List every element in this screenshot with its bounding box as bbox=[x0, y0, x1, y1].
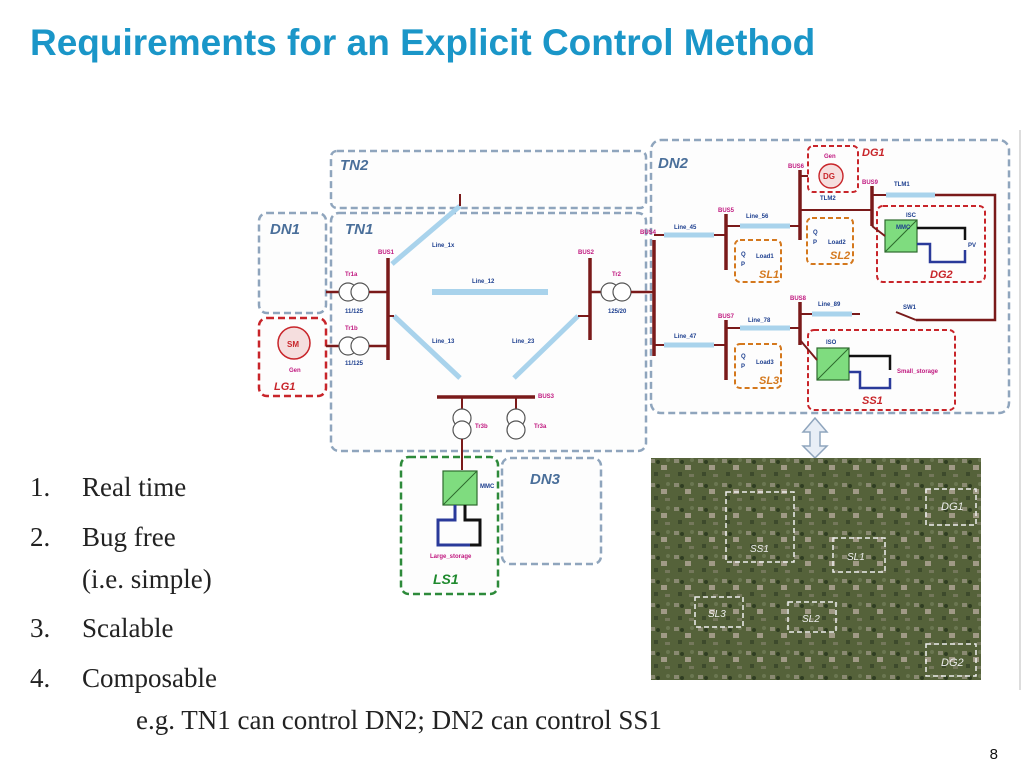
ss1-label: SS1 bbox=[862, 395, 883, 407]
bus4-label: BUS4 bbox=[640, 230, 657, 236]
tn1-label: TN1 bbox=[345, 221, 373, 238]
tr3a-label: Tr3a bbox=[534, 424, 547, 430]
line-23 bbox=[512, 314, 580, 380]
tr1a-label: Tr1a bbox=[345, 272, 358, 278]
bus6-label: BUS6 bbox=[788, 164, 805, 170]
line-56-label: Line_56 bbox=[746, 214, 769, 220]
sm-text: SM bbox=[287, 340, 299, 349]
bus3-label: BUS3 bbox=[538, 394, 555, 400]
line-13-label: Line_13 bbox=[432, 339, 455, 345]
ratio-tr2-label: 125/20 bbox=[608, 309, 627, 315]
p-label-sl2: P bbox=[813, 240, 817, 246]
q-label-sl3: Q bbox=[741, 354, 746, 360]
line-13 bbox=[392, 314, 462, 380]
ls1-label: LS1 bbox=[433, 571, 459, 587]
composable-example: e.g. TN1 can control DN2; DN2 can contro… bbox=[136, 705, 662, 735]
line-1x bbox=[390, 204, 462, 266]
line-89-label: Line_89 bbox=[818, 302, 841, 308]
sl1-label: SL1 bbox=[759, 269, 779, 281]
line-1x-label: Line_1x bbox=[432, 243, 455, 249]
sl2-region bbox=[806, 217, 854, 265]
bus2-label: BUS2 bbox=[578, 250, 595, 256]
item-number: 1. bbox=[30, 472, 51, 502]
double-arrow-icon bbox=[801, 416, 829, 460]
sl3-region bbox=[734, 343, 782, 389]
q-label-sl2: Q bbox=[813, 230, 818, 236]
dg-symbol bbox=[818, 163, 844, 189]
sw1-label: SW1 bbox=[903, 305, 917, 311]
tr3b-label: Tr3b bbox=[475, 424, 488, 430]
photo-dg1-label: DG1 bbox=[941, 501, 964, 513]
dg2-label: DG2 bbox=[930, 269, 953, 281]
pv-label: PV bbox=[968, 243, 976, 249]
item-text: Bug free bbox=[82, 522, 176, 552]
dn3-label: DN3 bbox=[530, 471, 561, 488]
photo-sl1-label: SL1 bbox=[847, 552, 865, 563]
bus8-label: BUS8 bbox=[790, 296, 807, 302]
tlm1-label: TLM1 bbox=[894, 182, 910, 188]
tn2-label: TN2 bbox=[340, 157, 369, 174]
sl3-label: SL3 bbox=[759, 375, 779, 387]
gen-lg-text: Gen bbox=[289, 368, 301, 374]
line-45-label: Line_45 bbox=[674, 225, 697, 231]
p-label-sl1: P bbox=[741, 262, 745, 268]
small-storage-label: Small_storage bbox=[897, 369, 939, 375]
dn1-region bbox=[257, 211, 328, 315]
load3-label: Load3 bbox=[756, 360, 774, 366]
photo-ss1-label: SS1 bbox=[750, 544, 769, 555]
sl1-region bbox=[734, 239, 782, 283]
mmc-label: MMC bbox=[896, 225, 911, 231]
ratio-a-label: 11/125 bbox=[345, 309, 364, 315]
mmc-ls-label: MMC bbox=[480, 484, 495, 490]
ratio-b-label: 11/125 bbox=[345, 361, 364, 367]
photo-dg2-label: DG2 bbox=[941, 657, 964, 669]
p-label-sl3: P bbox=[741, 364, 745, 370]
dn1-label: DN1 bbox=[270, 221, 300, 238]
slide-title: Requirements for an Explicit Control Met… bbox=[30, 22, 816, 63]
bus9-label: BUS9 bbox=[862, 180, 879, 186]
aerial-photo bbox=[651, 458, 981, 680]
dn3-region bbox=[500, 456, 603, 566]
tn1-region bbox=[329, 211, 648, 453]
item-number: 4. bbox=[30, 663, 51, 693]
item-number: 2. bbox=[30, 522, 51, 552]
tn2-region bbox=[329, 149, 648, 210]
dg-text: DG bbox=[823, 172, 835, 181]
tr2-label: Tr2 bbox=[612, 272, 622, 278]
page-number: 8 bbox=[989, 746, 998, 763]
q-label-sl1: Q bbox=[741, 252, 746, 258]
tr1b-label: Tr1b bbox=[345, 326, 358, 332]
bus1-label: BUS1 bbox=[378, 250, 395, 256]
bus5-label: BUS5 bbox=[718, 208, 735, 214]
sl2-label: SL2 bbox=[830, 250, 850, 262]
dg1-label: DG1 bbox=[862, 147, 885, 159]
tlm2-label: TLM2 bbox=[820, 196, 836, 202]
sw1-switch bbox=[895, 311, 917, 321]
line-12-label: Line_12 bbox=[472, 279, 495, 285]
iso-label: ISO bbox=[826, 340, 837, 346]
dn2-label: DN2 bbox=[658, 155, 689, 172]
lg1-label: LG1 bbox=[274, 381, 295, 393]
line-47-label: Line_47 bbox=[674, 334, 697, 340]
photo-sl3-label: SL3 bbox=[708, 609, 726, 620]
item-text: Real time bbox=[82, 472, 187, 502]
load2-label: Load2 bbox=[828, 240, 846, 246]
item-number: 3. bbox=[30, 613, 51, 643]
item-text: Scalable bbox=[82, 613, 174, 643]
line-78-label: Line_78 bbox=[748, 318, 771, 324]
gen-dg-text: Gen bbox=[824, 154, 836, 160]
photo-sl2-label: SL2 bbox=[802, 614, 820, 625]
item-text: Composable bbox=[82, 663, 217, 693]
load1-label: Load1 bbox=[756, 254, 774, 260]
isc-label: ISC bbox=[906, 213, 917, 219]
sm-symbol bbox=[277, 326, 311, 360]
bus7-label: BUS7 bbox=[718, 314, 735, 320]
item-text: (i.e. simple) bbox=[82, 564, 212, 594]
line-23-label: Line_23 bbox=[512, 339, 535, 345]
large-storage-label: Large_storage bbox=[430, 554, 472, 560]
